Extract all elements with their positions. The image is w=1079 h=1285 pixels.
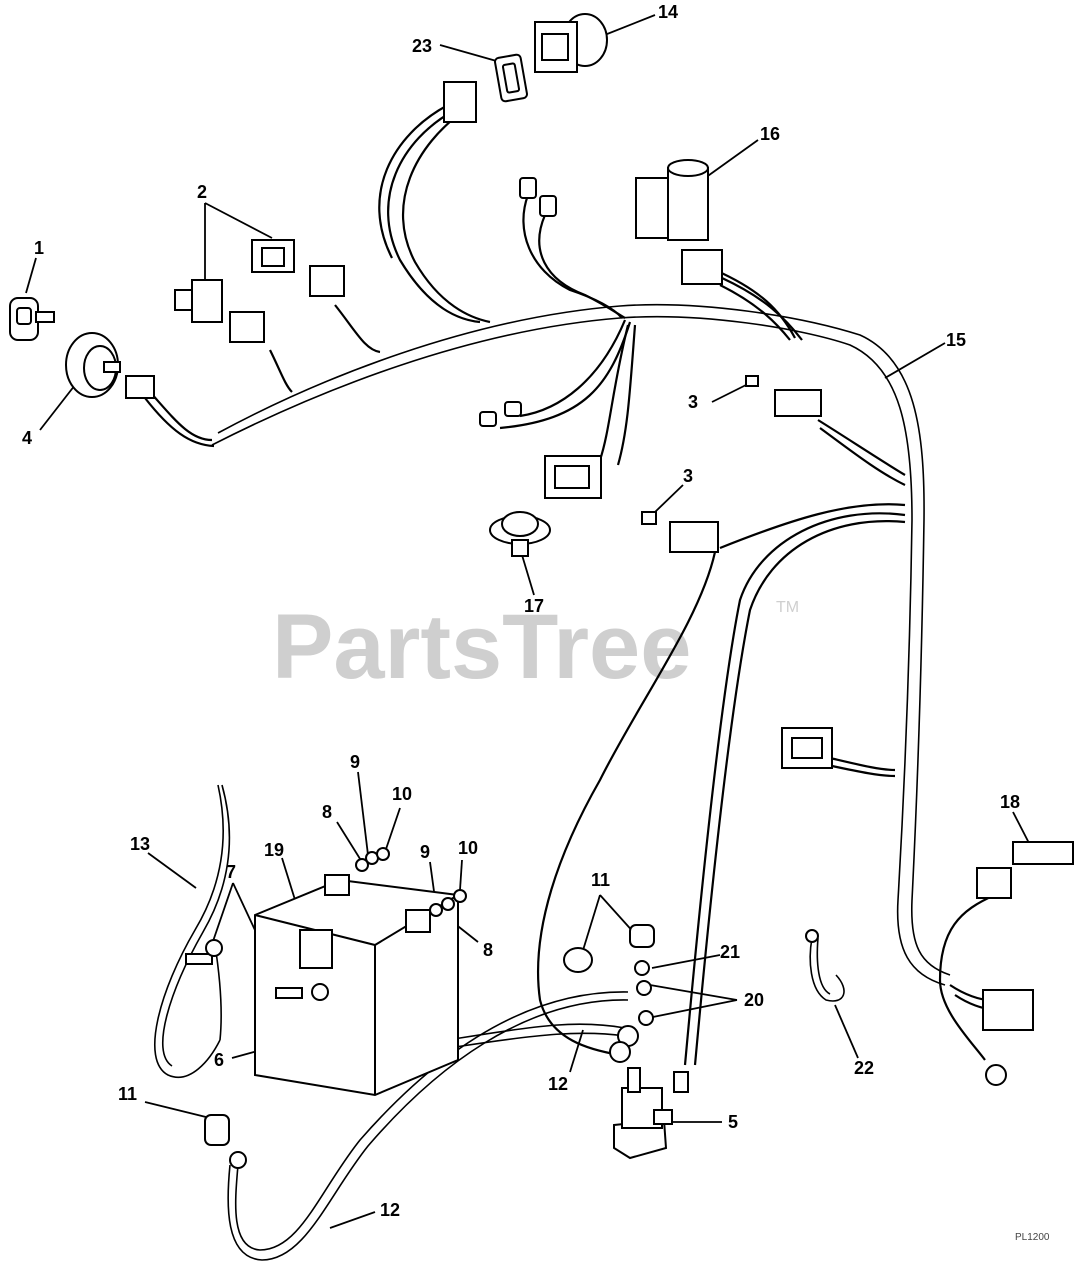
callout-22: 22	[854, 1058, 874, 1078]
callout-16: 16	[760, 124, 780, 144]
callout-3-upper: 3	[688, 392, 698, 412]
callout-12-upper: 12	[548, 1074, 568, 1094]
callout-23: 23	[412, 36, 432, 56]
ignition-module	[635, 159, 723, 285]
callout-6: 6	[214, 1050, 224, 1070]
terminal-boots	[204, 924, 655, 1169]
callout-17: 17	[524, 596, 544, 616]
callout-labels: 1 2 3 3 4 5 6 7 8 8 9 9 10 10 11 11 12 1…	[22, 2, 1020, 1220]
relay-center	[544, 455, 602, 499]
watermark-brand: PartsTree	[272, 596, 691, 698]
jumper-connector	[976, 841, 1074, 1086]
key	[9, 297, 55, 341]
battery	[254, 874, 459, 1097]
horn	[489, 511, 551, 557]
battery-bolts	[185, 939, 329, 1001]
relay-lower	[174, 279, 265, 343]
callout-8-upper: 8	[322, 802, 332, 822]
callout-15: 15	[946, 330, 966, 350]
ignition-switch	[65, 332, 155, 399]
battery-hardware	[355, 847, 467, 917]
callout-11-right: 11	[591, 870, 610, 890]
drawing-code: PL1200	[1015, 1232, 1050, 1243]
callout-4: 4	[22, 428, 32, 448]
terminal-pair-mid	[479, 401, 522, 427]
fuse-upper	[745, 375, 822, 417]
callout-5: 5	[728, 1112, 738, 1132]
callout-21: 21	[720, 942, 740, 962]
harness-connector-right	[781, 727, 833, 769]
light-switch	[443, 13, 608, 123]
callout-10-lower: 10	[458, 838, 478, 858]
callout-9-upper: 9	[350, 752, 360, 772]
solenoid	[613, 1067, 689, 1160]
callout-18: 18	[1000, 792, 1020, 812]
harness-wires	[144, 104, 996, 1066]
callout-1: 1	[34, 238, 44, 258]
callout-10-upper: 10	[392, 784, 412, 804]
callout-9-lower: 9	[420, 842, 430, 862]
relay-upper	[251, 239, 345, 297]
callout-14: 14	[658, 2, 678, 22]
main-harness-sleeve	[211, 303, 951, 986]
callout-19: 19	[264, 840, 284, 860]
fuse-lower	[641, 511, 719, 553]
callout-3-lower: 3	[683, 466, 693, 486]
callout-12-lower: 12	[380, 1200, 400, 1220]
ground-strap	[805, 929, 845, 1002]
light-switch-bezel	[494, 53, 528, 103]
callout-11-left: 11	[118, 1084, 137, 1104]
solenoid-hardware	[609, 960, 654, 1063]
callout-8-lower: 8	[483, 940, 493, 960]
connector-pair-top	[519, 177, 557, 217]
callout-20: 20	[744, 990, 764, 1010]
watermark-trademark: TM	[776, 599, 799, 616]
callout-2: 2	[197, 182, 207, 202]
callout-13: 13	[130, 834, 150, 854]
callout-7: 7	[226, 862, 236, 882]
